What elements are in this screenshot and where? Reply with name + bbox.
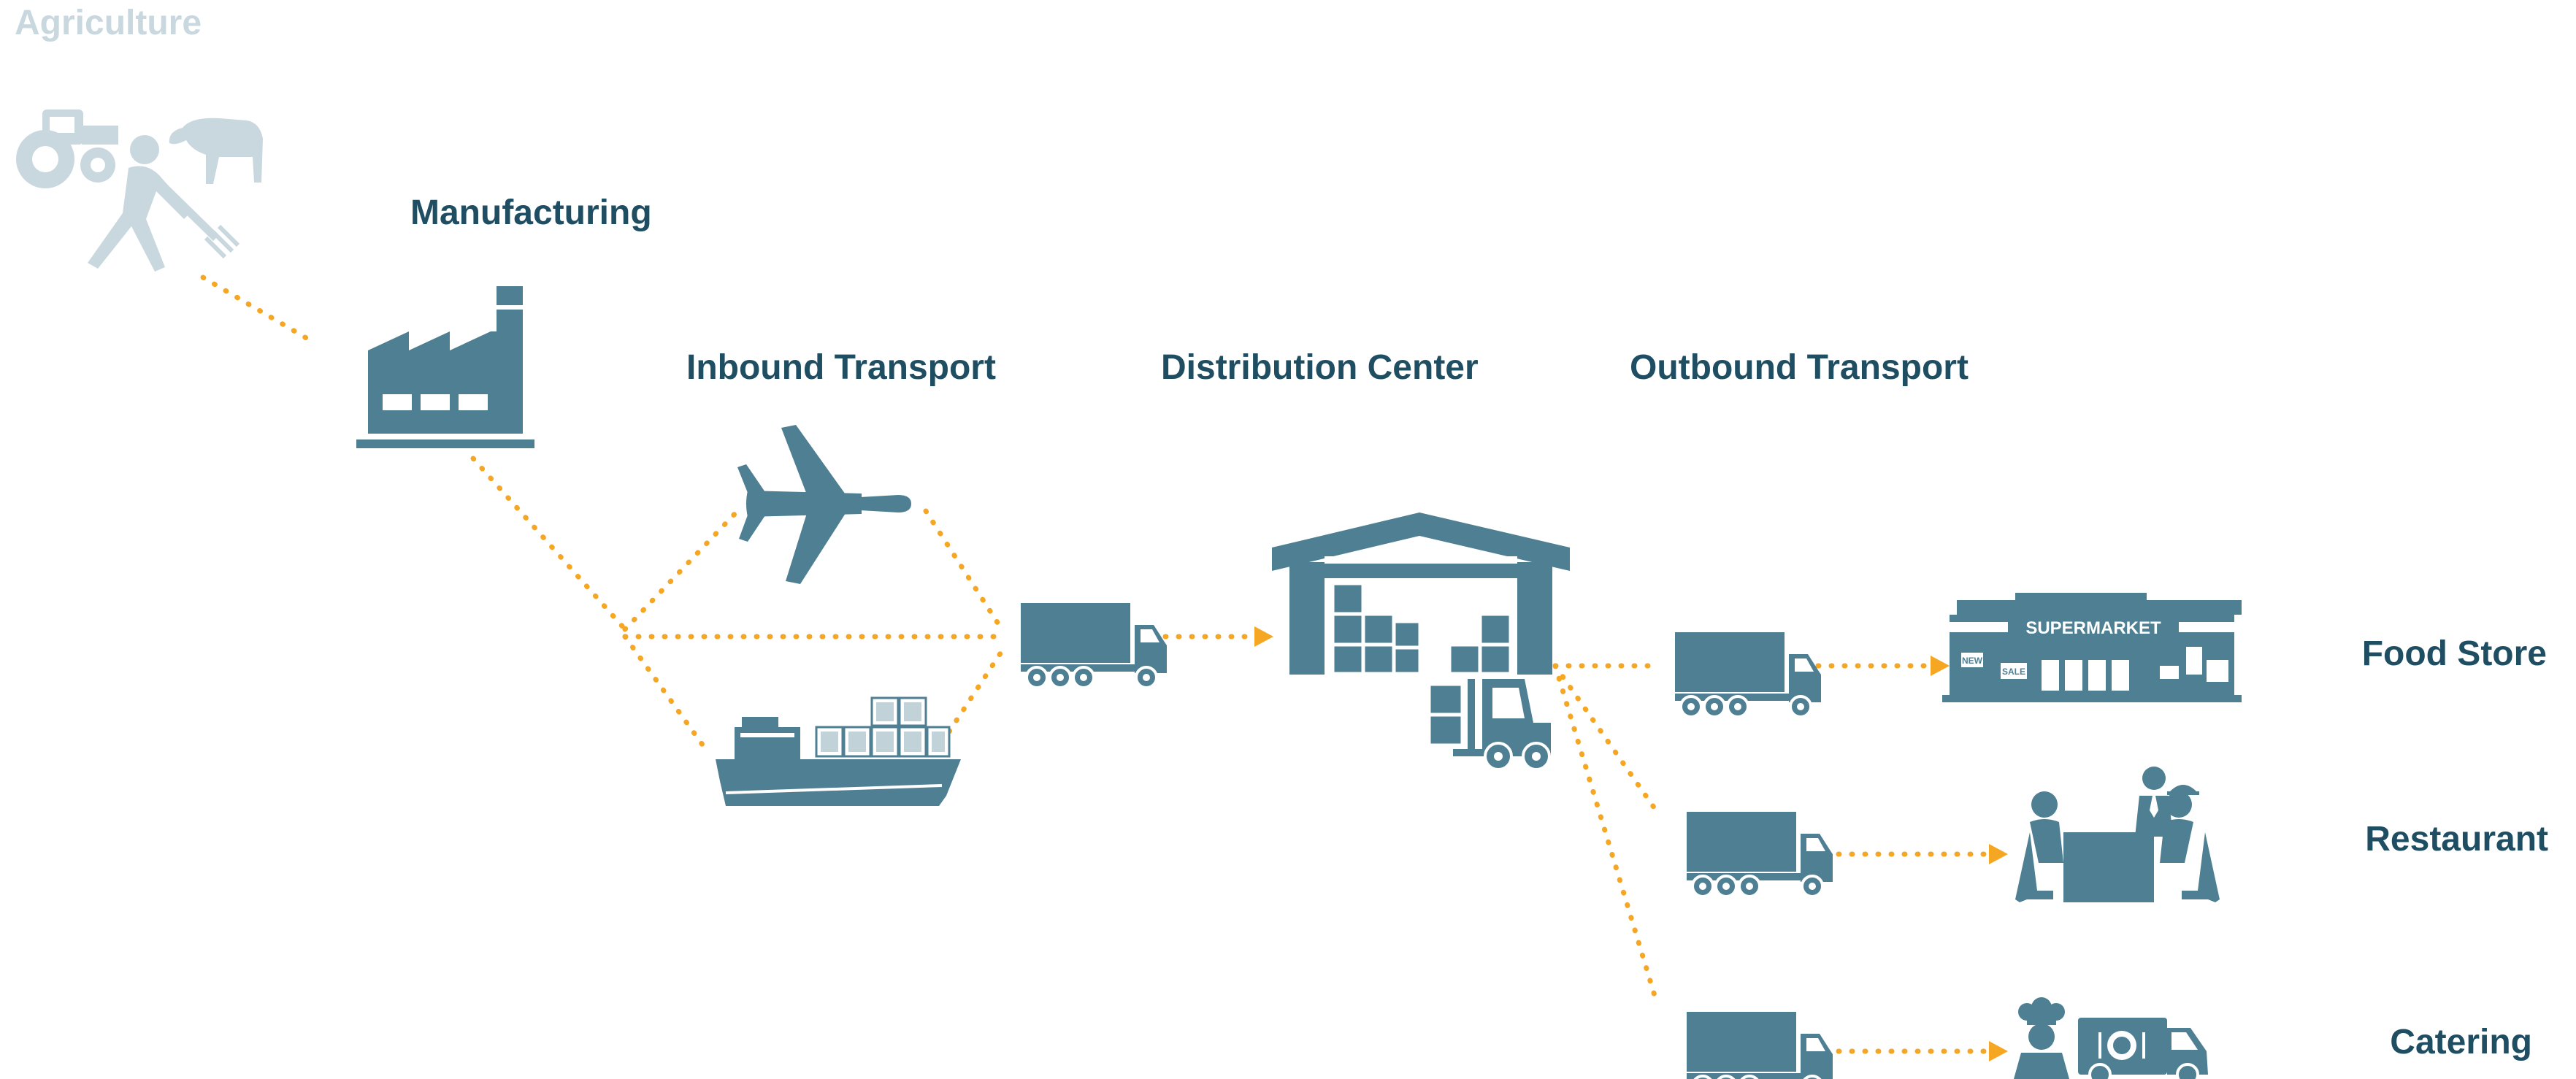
arrowhead-restaurant [1989, 844, 2008, 864]
destination-label-catering: Catering [2390, 1023, 2532, 1061]
forklift-icon [1428, 679, 1551, 771]
connector-airplane-truck [923, 508, 1005, 632]
connectors [200, 274, 1992, 1054]
airplane-icon [737, 425, 911, 584]
supermarket-icon: SUPERMARKET NEW SALE [1942, 593, 2242, 702]
catering-van-icon [2078, 1018, 2208, 1079]
cow-icon [169, 118, 263, 184]
connector-hub-ship [622, 634, 705, 748]
connector-ship-truck [946, 648, 1005, 734]
sale-tag-text: SALE [2002, 667, 2025, 677]
cargo-ship-icon [716, 696, 961, 806]
connector-hub-airplane [622, 508, 740, 632]
connector-manufacturing-hub [470, 456, 628, 632]
chef-icon [2014, 997, 2069, 1079]
stage-label-outbound-transport: Outbound Transport [1630, 348, 1969, 387]
factory-icon [356, 286, 534, 448]
arrowhead-catering [1989, 1041, 2008, 1061]
connector-warehouse-catering-truck [1552, 663, 1659, 1003]
tractor-icon [16, 110, 118, 188]
stage-label-agriculture: Agriculture [15, 4, 202, 42]
connector-arrowheads [1254, 626, 2008, 1061]
destination-label-food-store: Food Store [2361, 634, 2547, 673]
supermarket-sign-text: SUPERMARKET [2025, 618, 2161, 638]
connector-agriculture-manufacturing [200, 274, 315, 345]
connector-warehouse-restaurant-truck [1552, 663, 1659, 813]
stage-label-distribution-center: Distribution Center [1161, 348, 1479, 387]
arrowhead-foodstore [1931, 656, 1950, 676]
warehouse-icon [1272, 512, 1570, 675]
truck-icon [1685, 1010, 1834, 1079]
new-tag-text: NEW [1962, 656, 1983, 666]
farmer-icon [88, 135, 240, 272]
truck-icon [1674, 631, 1822, 718]
truck-icon [1019, 602, 1168, 689]
restaurant-icon [2015, 767, 2220, 902]
destination-label-restaurant: Restaurant [2365, 820, 2548, 859]
stage-label-inbound-transport: Inbound Transport [686, 348, 996, 387]
truck-icon [1685, 810, 1834, 898]
arrowhead-warehouse [1254, 626, 1273, 647]
stage-label-manufacturing: Manufacturing [410, 193, 652, 232]
